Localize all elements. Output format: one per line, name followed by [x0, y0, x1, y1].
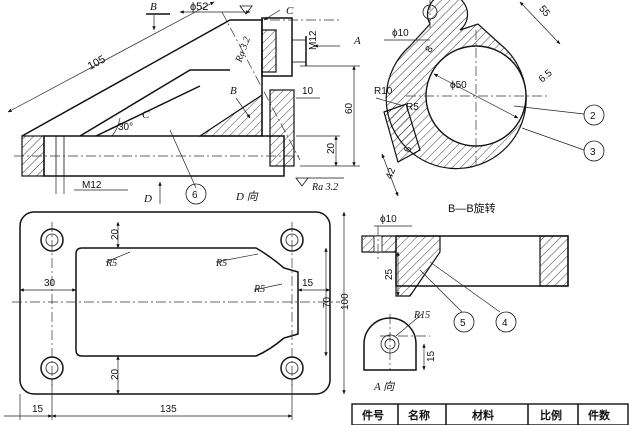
- right-wall-section: [269, 89, 295, 167]
- a-r15: R15: [413, 310, 430, 321]
- bb-dim-42: 42: [384, 166, 398, 181]
- section-c-mid: C: [142, 109, 150, 121]
- dim-phi52: ϕ52: [190, 1, 208, 13]
- view-d-label: D 向: [235, 190, 259, 203]
- title-block: 件号 名称 材料 比例 件数: [351, 403, 629, 425]
- a-view: ϕ10 25 5 4 R15 15 A 向: [361, 214, 569, 393]
- plan-r5-c: R5: [253, 284, 265, 295]
- bb-dim-6: 6: [402, 145, 414, 154]
- tb-header-item-no: 件号: [362, 408, 384, 422]
- a-dim-25: 25: [384, 268, 395, 280]
- plan-dim-100: 100: [340, 293, 351, 310]
- balloon-2-label: 2: [590, 111, 596, 122]
- plan-pocket: [75, 247, 299, 357]
- balloon-4-label: 4: [502, 318, 508, 329]
- section-bb-view: ϕ10 8 55 R10 R5 ϕ50 6.5 6 42 2 3 B—B旋转: [374, 0, 605, 215]
- balloon-3-label: 3: [590, 147, 596, 158]
- section-b-top: B: [150, 1, 157, 13]
- tb-header-qty: 件数: [588, 408, 611, 422]
- bb-phi50: ϕ50: [450, 80, 467, 91]
- plan-dim-30: 30: [44, 278, 56, 289]
- plan-dim-20-top: 20: [110, 228, 121, 240]
- thread-m12-top: M12: [308, 30, 319, 50]
- plan-dim-70: 70: [322, 296, 333, 308]
- plan-dim-15-left: 15: [32, 404, 44, 415]
- balloon-6: [185, 183, 207, 205]
- thread-m12-bottom: M12: [82, 180, 102, 191]
- angle-30: 30°: [118, 122, 133, 133]
- bb-r5: R5: [406, 102, 419, 113]
- plan-dim-135: 135: [160, 404, 177, 415]
- plan-outline: [19, 211, 331, 395]
- plan-r5-a: R5: [105, 258, 117, 269]
- plan-view: 20 R5 R5 R5 30 15 70 100 20 15 135: [4, 211, 351, 420]
- plan-dim-20-bottom: 20: [110, 368, 121, 380]
- dim-10-right: 10: [302, 86, 314, 97]
- balloon-6-label: 6: [192, 190, 198, 201]
- tb-header-name: 名称: [408, 408, 430, 422]
- a-view-label: A 向: [373, 380, 395, 393]
- view-a-letter: A: [353, 35, 361, 47]
- plan-r5-b: R5: [215, 258, 227, 269]
- section-b-mid: B: [230, 85, 237, 97]
- web-section: [198, 93, 263, 137]
- view-d-letter: D: [143, 193, 152, 205]
- section-c-top: C: [286, 5, 294, 17]
- tb-header-material: 材料: [472, 408, 494, 422]
- a-view-lug: [363, 317, 417, 371]
- dim-20-side: 20: [326, 142, 337, 154]
- balloon-5-label: 5: [460, 318, 466, 329]
- bb-dim-55: 55: [536, 4, 552, 20]
- bb-dim-8: 8: [424, 44, 437, 55]
- a-phi10: ϕ10: [380, 214, 397, 225]
- balloon-4: [495, 311, 517, 333]
- main-view: 105 ϕ52 B C Ra 3.2 M12 A 10 60 20 B: [7, 1, 361, 205]
- tb-header-scale: 比例: [540, 408, 562, 422]
- section-bb-title: B—B旋转: [448, 201, 496, 215]
- a-dim-15: 15: [426, 350, 437, 362]
- bb-dim-6-5: 6.5: [537, 68, 555, 86]
- bb-r10: R10: [374, 86, 393, 97]
- bb-phi10: ϕ10: [392, 28, 409, 39]
- balloon-3: [583, 140, 605, 162]
- ra-bottom: Ra 3.2: [311, 182, 338, 193]
- plan-dim-15-right: 15: [302, 278, 314, 289]
- dim-60: 60: [344, 102, 355, 114]
- balloon-5: [453, 311, 475, 333]
- balloon-2: [583, 104, 605, 126]
- dim-105: 105: [86, 53, 108, 72]
